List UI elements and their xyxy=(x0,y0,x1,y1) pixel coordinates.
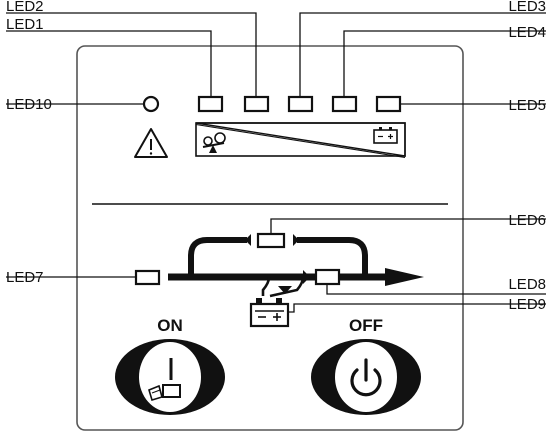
led9-leader xyxy=(288,303,546,313)
led10-label: LED10 xyxy=(6,96,52,113)
power-icon xyxy=(350,358,382,397)
led2-indicator xyxy=(243,95,270,113)
led5-label: LED5 xyxy=(508,97,546,114)
warning-icon xyxy=(134,128,168,158)
led7-indicator xyxy=(134,269,161,286)
led1-indicator xyxy=(197,95,224,113)
led3-leader xyxy=(299,12,546,97)
battery-level-icon xyxy=(373,127,398,144)
led4-leader xyxy=(343,30,546,97)
level-bar xyxy=(195,122,406,159)
led4-indicator xyxy=(331,95,358,113)
led2-label: LED2 xyxy=(6,0,44,15)
led2-leader xyxy=(6,12,257,97)
led6-label: LED6 xyxy=(508,212,546,229)
off-button-label: OFF xyxy=(349,316,383,335)
led10-indicator xyxy=(142,95,160,113)
led6-indicator xyxy=(256,232,286,249)
power-flow-diagram xyxy=(168,234,424,298)
led1-leader xyxy=(6,30,212,97)
led5-indicator xyxy=(375,95,402,113)
led1-label: LED1 xyxy=(6,16,44,33)
led6-leader xyxy=(270,218,546,234)
led8-label: LED8 xyxy=(508,276,546,293)
panel-outline xyxy=(76,45,464,431)
led3-label: LED3 xyxy=(508,0,546,15)
on-button[interactable] xyxy=(115,339,225,415)
led7-label: LED7 xyxy=(6,269,44,286)
led8-indicator xyxy=(314,268,341,286)
off-button[interactable] xyxy=(311,339,421,415)
led4-label: LED4 xyxy=(508,24,546,41)
battery-icon xyxy=(249,298,290,328)
led8-leader xyxy=(326,284,546,295)
led3-indicator xyxy=(287,95,314,113)
leader-lines xyxy=(6,12,546,313)
on-button-label: ON xyxy=(157,316,183,335)
load-icon xyxy=(202,132,226,153)
on-icon xyxy=(148,358,181,401)
led9-label: LED9 xyxy=(508,296,546,313)
